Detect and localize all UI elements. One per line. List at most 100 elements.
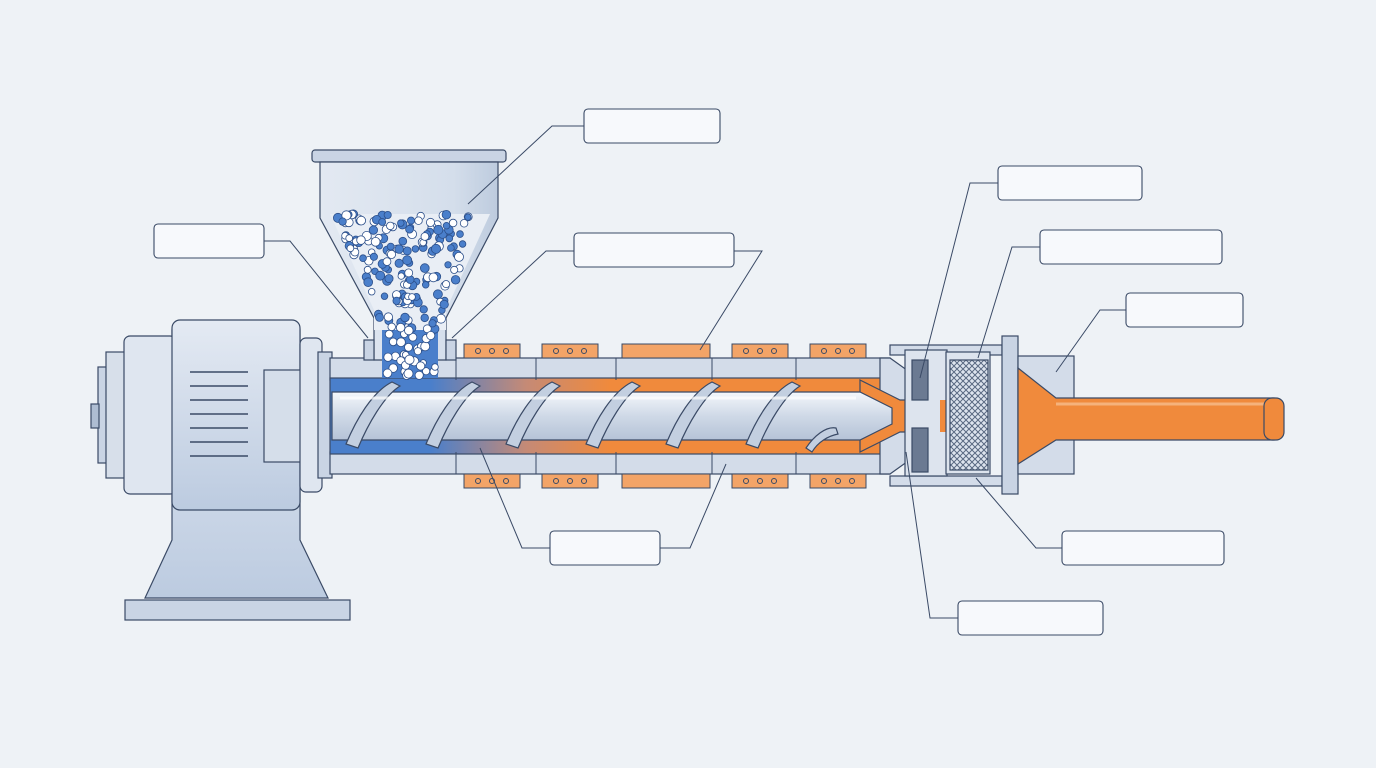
breaker-plate-assembly (889, 335, 1019, 495)
pellet (394, 244, 404, 254)
pellet (383, 352, 393, 362)
pellet (346, 244, 355, 253)
pellet (442, 280, 451, 289)
pellet (419, 263, 430, 273)
pellet (375, 312, 384, 322)
leader-feed-throat (451, 250, 574, 339)
heater-band-top-5 (809, 343, 867, 359)
motor-shaft-stub (90, 403, 100, 429)
breaker-plate-upper (911, 359, 929, 401)
pellet (444, 261, 452, 269)
pellet (363, 277, 374, 288)
pellet (368, 225, 378, 235)
pellet (456, 230, 464, 238)
pellet (408, 293, 416, 301)
pellet (432, 289, 443, 300)
pellet (341, 210, 352, 221)
leader-drive (264, 240, 369, 339)
heater-band-top-3 (621, 343, 711, 359)
pellet (426, 330, 436, 340)
callout-adapter (1061, 530, 1225, 566)
heater-band-bottom-3 (621, 473, 711, 489)
pellet (345, 234, 354, 242)
pellet (441, 209, 452, 220)
pellet (359, 254, 367, 263)
pellet (363, 265, 372, 274)
pellet (369, 252, 378, 261)
leader-heater (699, 250, 763, 351)
pellet (378, 218, 387, 226)
leader-screen-pack (977, 246, 1040, 359)
pellet (398, 236, 408, 246)
screen-pack-mesh (949, 359, 989, 471)
pellet (450, 275, 461, 285)
pellet (403, 368, 414, 379)
heater-band-bottom-5 (809, 473, 867, 489)
breaker-plate-lower (911, 427, 929, 473)
pellet (414, 216, 423, 225)
pellet (420, 313, 429, 323)
heater-band-bottom-4 (731, 473, 789, 489)
leader-lines (264, 125, 1126, 619)
heater-band-bottom-2 (541, 473, 599, 489)
leader-barrel (660, 463, 727, 549)
pellet (402, 255, 413, 266)
pellet (404, 325, 414, 336)
pellet (414, 370, 424, 380)
pellet (384, 274, 394, 284)
pellet (384, 329, 394, 339)
pellet (405, 224, 414, 234)
pellet (397, 219, 405, 227)
motor-rear-flange (105, 351, 127, 479)
motor-rear-housing (123, 335, 177, 495)
extrudate-tip (1263, 397, 1285, 441)
die (1017, 355, 1285, 475)
pellet (436, 313, 446, 324)
pellet (404, 268, 414, 278)
pellet (430, 243, 441, 254)
pellet (404, 354, 415, 365)
pellet (428, 272, 439, 283)
pellet (428, 319, 437, 328)
heater-band-bolts (475, 348, 855, 484)
screw-flights (345, 381, 839, 453)
leader-die (1055, 309, 1126, 373)
pellet (464, 213, 472, 221)
pellet (413, 347, 422, 356)
leader-screw (479, 447, 550, 549)
pellet (386, 221, 395, 231)
pellet (454, 251, 464, 262)
pellet (368, 288, 376, 296)
die-flange (1001, 335, 1019, 495)
callout-drive-motor (153, 223, 265, 259)
heater-band-bottom-1 (463, 473, 521, 489)
pellet (404, 342, 413, 352)
motor-base-plate (124, 599, 351, 621)
drive-motor (90, 319, 351, 621)
pellet (447, 244, 455, 252)
pellet (380, 292, 389, 300)
adapter-bottom (889, 475, 1003, 487)
pellet (415, 361, 426, 371)
pellet (431, 363, 439, 371)
pellet (356, 235, 366, 245)
hopper-flange-right (445, 339, 457, 361)
pellet (402, 246, 412, 256)
pellet (433, 224, 444, 235)
hopper-flange-left (363, 339, 375, 361)
pellet (370, 237, 381, 247)
pellet (450, 265, 459, 274)
pellet (425, 217, 435, 227)
pellet (448, 218, 458, 228)
heater-band-top-4 (731, 343, 789, 359)
pellet (459, 219, 469, 228)
hopper-rim (311, 149, 507, 163)
pellet (389, 337, 398, 346)
barrel-bottom-wall (329, 451, 891, 475)
callout-hopper (583, 108, 721, 144)
callout-breaker-plate (997, 165, 1143, 201)
pellet (394, 258, 404, 268)
pellet (445, 234, 454, 243)
heater-bands (463, 343, 867, 489)
